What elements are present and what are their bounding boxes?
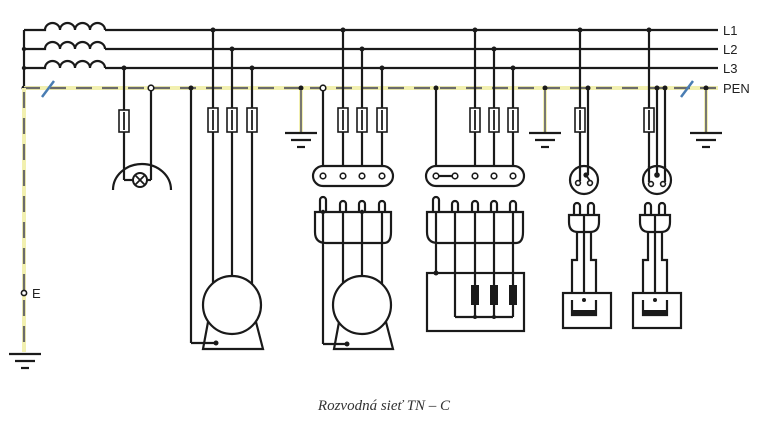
lamp-circuit bbox=[111, 65, 173, 191]
earth-terminal-label: E bbox=[32, 286, 41, 301]
appliance-box-icon bbox=[561, 291, 613, 330]
heating-element bbox=[490, 285, 498, 305]
socket-5-pin-icon bbox=[424, 164, 526, 188]
heating-element bbox=[471, 285, 479, 305]
tn-c-schematic: L1 L2 L3 PEN E bbox=[9, 21, 750, 370]
ground-icon bbox=[690, 131, 722, 149]
bus-label-l3: L3 bbox=[723, 61, 737, 76]
heater-circuit bbox=[424, 27, 526, 333]
appliance-1-circuit bbox=[561, 27, 613, 330]
socket-4-pin-icon bbox=[311, 164, 395, 188]
plug-icon bbox=[567, 201, 601, 300]
socket-icon bbox=[568, 164, 600, 196]
heating-element bbox=[509, 285, 517, 305]
ground-icon bbox=[9, 352, 41, 370]
heater-box-icon bbox=[425, 270, 526, 333]
ground-icon bbox=[529, 131, 561, 149]
plug-icon bbox=[638, 201, 672, 300]
coil-l2 bbox=[24, 40, 107, 51]
motor-icon bbox=[201, 274, 265, 351]
diagram-caption: Rozvodná sieť TN – C bbox=[317, 398, 451, 414]
plug-5-pin-icon bbox=[425, 195, 525, 317]
appliance-box-icon bbox=[631, 291, 683, 330]
bus-label-l2: L2 bbox=[723, 42, 737, 57]
transformer-windings bbox=[21, 21, 107, 91]
coil-l3 bbox=[24, 59, 107, 70]
motor-icon bbox=[331, 274, 395, 351]
lamp-icon bbox=[111, 162, 173, 191]
coil-l1 bbox=[24, 21, 107, 32]
motor-2-circuit bbox=[311, 27, 395, 351]
earth-terminal-e bbox=[20, 289, 28, 297]
bus-label-l1: L1 bbox=[723, 23, 737, 38]
socket-icon bbox=[641, 164, 673, 196]
earth-3 bbox=[690, 85, 722, 149]
pen-break-mark-left bbox=[41, 80, 55, 98]
earth-2 bbox=[529, 85, 561, 149]
earth-1 bbox=[285, 85, 317, 149]
motor-1-circuit bbox=[188, 27, 265, 351]
pen-break-mark-right bbox=[680, 80, 694, 98]
appliance-2-circuit bbox=[631, 27, 683, 330]
ground-icon bbox=[285, 131, 317, 149]
plug-4-pin-icon bbox=[313, 195, 393, 347]
bus-label-pen: PEN bbox=[723, 81, 750, 96]
earth-conductor-left: E bbox=[9, 88, 41, 370]
